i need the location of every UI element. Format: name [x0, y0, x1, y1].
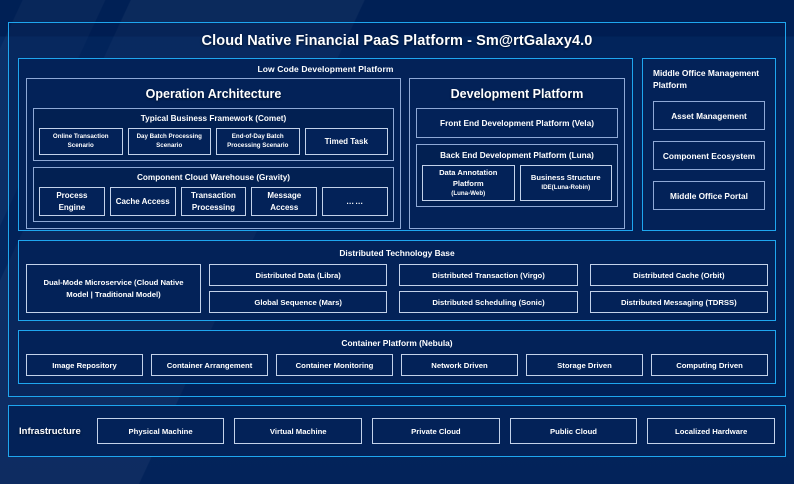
- infrastructure-cell-localized-hardware[interactable]: Localized Hardware: [647, 418, 775, 444]
- infrastructure-cell-private-cloud[interactable]: Private Cloud: [372, 418, 500, 444]
- distributed-technology-base-panel: Distributed Technology Base Dual-Mode Mi…: [18, 240, 776, 321]
- middle-office-title: Middle Office Management Platform: [653, 68, 760, 91]
- chip-business-structure-ide-label: Business Structure: [530, 173, 601, 183]
- chip-business-structure-ide-sublabel: IDE(Luna-Robin): [541, 184, 591, 192]
- front-end-development-platform[interactable]: Front End Development Platform (Vela): [416, 108, 618, 138]
- dtb-cell-distributed-transaction[interactable]: Distributed Transaction (Virgo): [399, 264, 578, 286]
- development-platform-title: Development Platform: [450, 87, 584, 101]
- dtb-cell-distributed-scheduling[interactable]: Distributed Scheduling (Sonic): [399, 291, 578, 313]
- typical-business-framework-title: Typical Business Framework (Comet): [140, 114, 287, 123]
- operation-architecture-title: Operation Architecture: [145, 87, 282, 101]
- component-cloud-warehouse-group: Component Cloud Warehouse (Gravity) Proc…: [33, 167, 394, 223]
- middle-office-item-middle-office-portal[interactable]: Middle Office Portal: [653, 181, 765, 211]
- dtb-cell-distributed-messaging[interactable]: Distributed Messaging (TDRSS): [589, 291, 768, 313]
- chip-end-of-day-batch-processing-scenario[interactable]: End-of-Day Batch Processing Scenario: [216, 128, 300, 155]
- chip-cache-access[interactable]: Cache Access: [109, 187, 176, 217]
- infrastructure-panel: Infrastructure Physical Machine Virtual …: [8, 405, 786, 457]
- infrastructure-cell-public-cloud[interactable]: Public Cloud: [509, 418, 638, 444]
- dtb-cell-distributed-data[interactable]: Distributed Data (Libra): [209, 264, 388, 286]
- chip-business-structure-ide[interactable]: Business Structure IDE(Luna-Robin): [519, 165, 612, 202]
- container-cell-container-arrangement[interactable]: Container Arrangement: [151, 354, 268, 376]
- middle-office-management-platform-panel: Middle Office Management Platform Asset …: [642, 58, 776, 231]
- low-code-development-platform-panel: Low Code Development Platform Operation …: [18, 58, 633, 231]
- main-platform-panel: Cloud Native Financial PaaS Platform - S…: [8, 22, 786, 397]
- back-end-development-platform-title: Back End Development Platform (Luna): [440, 151, 594, 160]
- chip-data-annotation-platform[interactable]: Data Annotation Platform (Luna-Web): [422, 165, 515, 202]
- component-cloud-warehouse-title: Component Cloud Warehouse (Gravity): [137, 173, 290, 182]
- container-platform-panel: Container Platform (Nebula) Image Reposi…: [18, 330, 776, 384]
- container-cell-computing-driven[interactable]: Computing Driven: [651, 354, 768, 376]
- development-platform-panel: Development Platform Front End Developme…: [409, 78, 625, 230]
- dtb-cell-distributed-cache[interactable]: Distributed Cache (Orbit): [589, 264, 768, 286]
- chip-data-annotation-platform-sublabel: (Luna-Web): [451, 189, 486, 197]
- dtb-cell-global-sequence[interactable]: Global Sequence (Mars): [209, 291, 388, 313]
- chip-process-engine[interactable]: Process Engine: [39, 187, 105, 217]
- container-cell-container-monitoring[interactable]: Container Monitoring: [276, 354, 393, 376]
- dual-mode-microservice-box[interactable]: Dual-Mode Microservice (Cloud Native Mod…: [26, 264, 201, 313]
- middle-office-item-asset-management[interactable]: Asset Management: [653, 101, 765, 131]
- chip-timed-task[interactable]: Timed Task: [304, 128, 388, 155]
- operation-architecture-panel: Operation Architecture Typical Business …: [26, 78, 401, 230]
- infrastructure-cell-physical-machine[interactable]: Physical Machine: [96, 418, 225, 444]
- container-cell-storage-driven[interactable]: Storage Driven: [526, 354, 643, 376]
- infrastructure-cell-virtual-machine[interactable]: Virtual Machine: [234, 418, 363, 444]
- container-platform-title: Container Platform (Nebula): [341, 338, 453, 348]
- infrastructure-label: Infrastructure: [19, 425, 81, 437]
- chip-data-annotation-platform-label: Data Annotation Platform: [439, 168, 498, 188]
- top-row: Low Code Development Platform Operation …: [9, 58, 785, 231]
- back-end-development-platform-group: Back End Development Platform (Luna) Dat…: [416, 144, 618, 208]
- chip-online-transaction-scenario[interactable]: Online Transaction Scenario: [39, 128, 123, 155]
- low-code-platform-title: Low Code Development Platform: [257, 64, 394, 74]
- distributed-technology-base-title: Distributed Technology Base: [339, 248, 455, 258]
- typical-business-framework-group: Typical Business Framework (Comet) Onlin…: [33, 108, 394, 161]
- page-title: Cloud Native Financial PaaS Platform - S…: [201, 33, 593, 49]
- middle-office-item-component-ecosystem[interactable]: Component Ecosystem: [653, 141, 765, 171]
- chip-day-batch-processing-scenario[interactable]: Day Batch Processing Scenario: [127, 128, 211, 155]
- container-cell-network-driven[interactable]: Network Driven: [401, 354, 518, 376]
- container-cell-image-repository[interactable]: Image Repository: [26, 354, 143, 376]
- chip-message-access[interactable]: Message Access: [251, 187, 318, 217]
- chip-transaction-processing[interactable]: Transaction Processing: [180, 187, 247, 217]
- chip-more-ellipsis[interactable]: ……: [322, 187, 388, 217]
